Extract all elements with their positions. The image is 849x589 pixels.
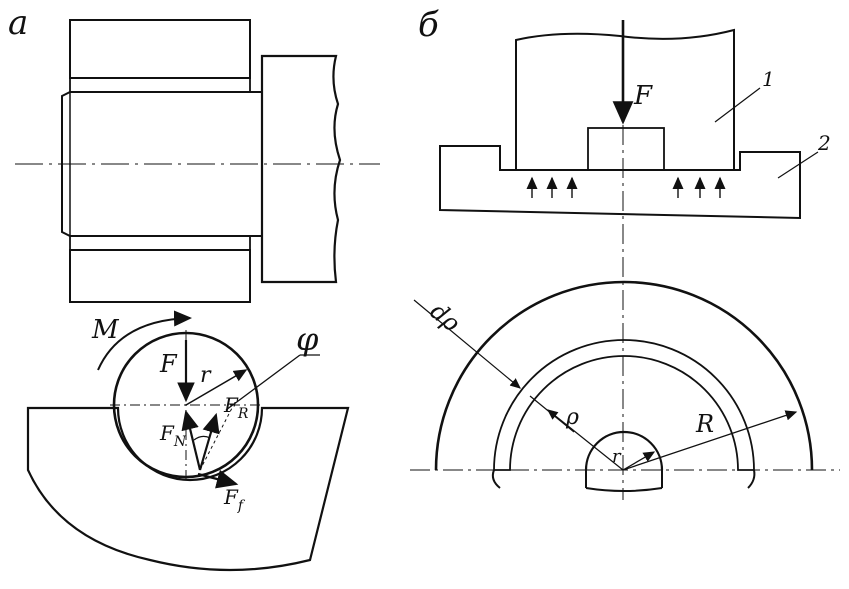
upper-housing [69, 19, 251, 79]
normal-force-arrow [181, 409, 202, 471]
bearing-base [26, 406, 350, 572]
label-r: r [200, 363, 212, 388]
label-M: M [91, 315, 120, 345]
label-r-b: r [612, 446, 622, 467]
label-rho: ρ [565, 405, 579, 430]
part-1-body [515, 28, 735, 171]
label-F: F [159, 350, 178, 378]
lower-bushing [69, 235, 251, 251]
friction-arrow [197, 469, 239, 489]
moment-arrow [97, 310, 192, 371]
radius-arrow [185, 369, 248, 406]
label-d-rho: dρ [425, 297, 466, 337]
upper-bushing [69, 77, 251, 93]
label-part-2: 2 [817, 131, 831, 155]
resultant-arrow [198, 412, 220, 471]
panel-a-force-diagram [26, 310, 350, 572]
part-1-boss [587, 127, 665, 171]
label-phi: φ [296, 320, 319, 358]
panel-a-shaft-drawing [15, 19, 380, 303]
base-part-2 [439, 145, 801, 220]
panel-label-a: а [8, 3, 28, 43]
panel-b-annulus [410, 280, 840, 492]
inner-arc-r [584, 430, 664, 471]
lower-housing [69, 249, 251, 303]
elementary-ring [493, 339, 755, 471]
panel-b-thrust-drawing [439, 20, 819, 500]
label-F-b: F [633, 81, 653, 111]
label-part-1: 1 [762, 67, 775, 91]
outer-arc-R [434, 280, 814, 471]
rho-arrow [547, 409, 624, 471]
label-FR: FR [223, 393, 249, 422]
panel-label-b: б [418, 5, 439, 45]
shaft-collar [260, 54, 342, 284]
label-Ff: Ff [223, 485, 246, 514]
label-R: R [695, 410, 714, 438]
label-FN: FN [159, 421, 187, 450]
r-arrow [622, 451, 656, 471]
